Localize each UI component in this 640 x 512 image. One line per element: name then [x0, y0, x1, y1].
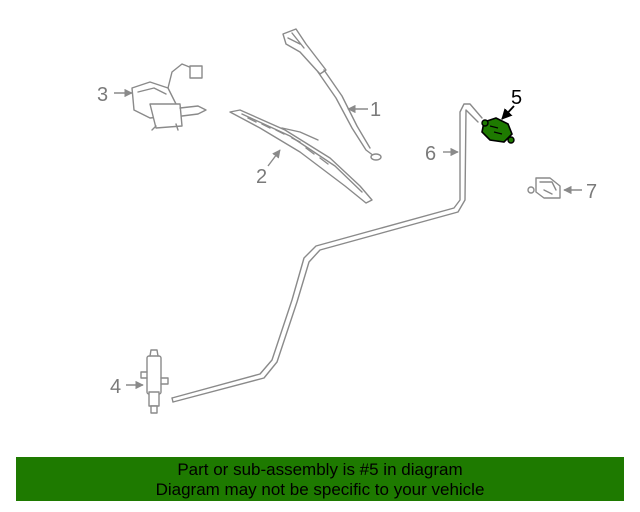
callout-5: 5: [511, 87, 522, 109]
washer-pump-part[interactable]: [140, 349, 169, 414]
callout-2: 2: [256, 166, 267, 188]
callout-4: 4: [110, 376, 121, 398]
callout-1: 1: [370, 99, 381, 121]
washer-nozzle-part-highlighted[interactable]: [481, 117, 515, 144]
info-banner: Part or sub-assembly is #5 in diagram Di…: [16, 457, 624, 501]
callout-7: 7: [586, 181, 597, 203]
banner-line-2: Diagram may not be specific to your vehi…: [155, 480, 485, 499]
banner-line-1: Part or sub-assembly is #5 in diagram: [177, 460, 463, 479]
bracket-part[interactable]: [527, 177, 561, 199]
callout-3: 3: [97, 84, 108, 106]
callout-6: 6: [425, 143, 436, 165]
washer-hose-part[interactable]: [171, 103, 483, 403]
wiper-blade-part[interactable]: [229, 109, 373, 204]
wiper-motor-part[interactable]: [131, 63, 207, 131]
